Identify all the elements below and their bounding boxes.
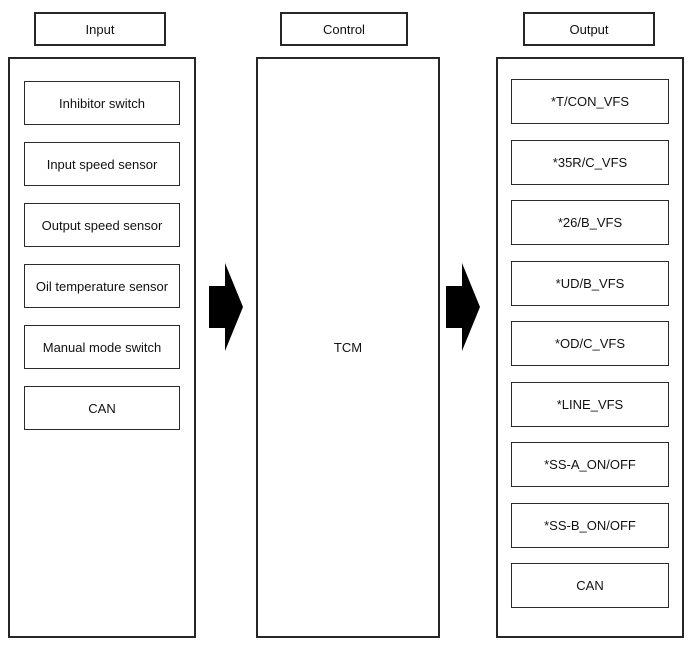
input-item-input-speed-sensor: Input speed sensor (24, 142, 180, 186)
input-column-header: Input (34, 12, 166, 46)
output-item-line-vfs: *LINE_VFS (511, 381, 669, 427)
output-column-header: Output (523, 12, 655, 46)
input-item-oil-temperature-sensor: Oil temperature sensor (24, 264, 180, 308)
output-item-can: CAN (511, 563, 669, 608)
input-item-can: CAN (24, 386, 180, 430)
output-item-26b-vfs: *26/B_VFS (511, 200, 669, 245)
input-item-manual-mode-switch: Manual mode switch (24, 325, 180, 369)
control-column-header: Control (280, 12, 408, 46)
input-items-list: Inhibitor switch Input speed sensor Outp… (10, 59, 194, 430)
tcm-control-box: TCM (256, 57, 440, 638)
output-items-list: *T/CON_VFS *35R/C_VFS *26/B_VFS *UD/B_VF… (498, 59, 682, 608)
output-item-odc-vfs: *OD/C_VFS (511, 321, 669, 366)
input-group-box: Inhibitor switch Input speed sensor Outp… (8, 57, 196, 638)
input-item-output-speed-sensor: Output speed sensor (24, 203, 180, 247)
output-item-udb-vfs: *UD/B_VFS (511, 260, 669, 306)
output-item-tcon-vfs: *T/CON_VFS (511, 79, 669, 124)
output-item-35rc-vfs: *35R/C_VFS (511, 139, 669, 185)
input-item-inhibitor-switch: Inhibitor switch (24, 81, 180, 125)
output-item-ssb-onoff: *SS-B_ON/OFF (511, 502, 669, 548)
arrow-right-icon (446, 263, 480, 351)
output-item-ssa-onoff: *SS-A_ON/OFF (511, 442, 669, 487)
arrow-right-icon (209, 263, 243, 351)
output-group-box: *T/CON_VFS *35R/C_VFS *26/B_VFS *UD/B_VF… (496, 57, 684, 638)
